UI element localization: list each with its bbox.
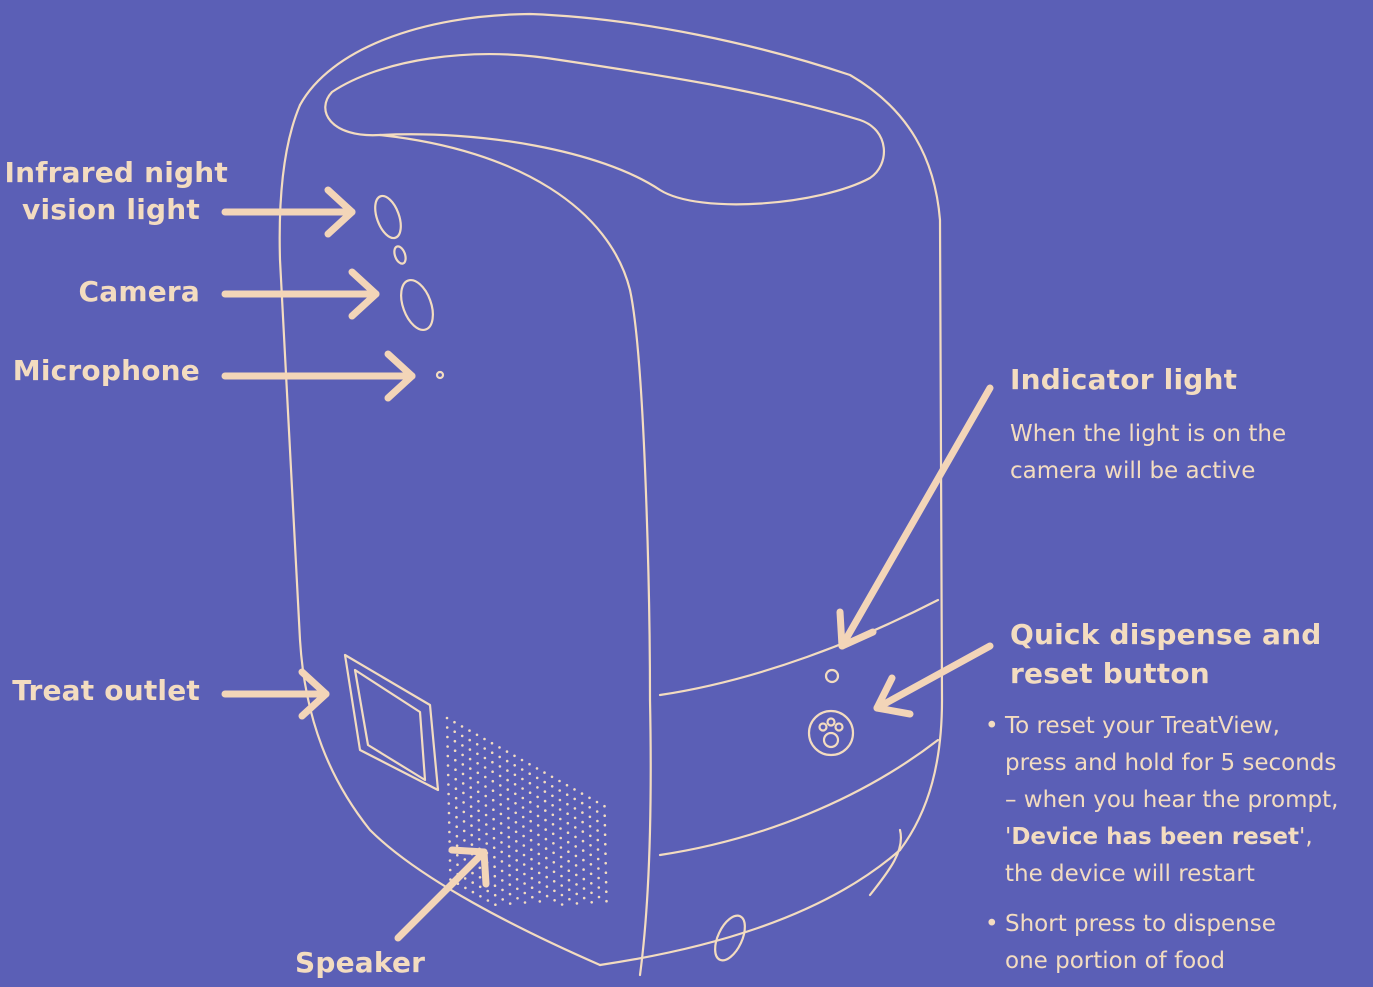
label-speaker: Speaker <box>295 946 426 979</box>
bullet-icon: • <box>985 713 999 739</box>
bullet-reset: • To reset your TreatView, press and hol… <box>985 708 1371 893</box>
label-indicator-desc: When the light is on the camera will be … <box>1010 421 1287 484</box>
infrared-light-icon-small <box>393 245 407 265</box>
indicator-light-icon <box>824 668 840 684</box>
device-outline <box>298 12 944 852</box>
label-indicator-title: Indicator light <box>1010 363 1238 396</box>
arrow-camera <box>221 268 380 320</box>
device-band-top <box>658 598 940 697</box>
speaker-grille-icon <box>445 716 608 906</box>
arrow-speaker <box>394 846 490 942</box>
bullet-icon: • <box>985 911 999 937</box>
device-front-face <box>278 103 602 967</box>
device-foot-right <box>598 848 902 967</box>
treat-outlet-icon <box>343 653 440 792</box>
device-front-edge <box>378 133 652 977</box>
arrow-dispense <box>873 642 994 718</box>
camera-lens-icon <box>400 279 434 331</box>
arrow-microphone <box>221 350 416 402</box>
device-band-bottom <box>658 738 940 857</box>
label-quick-title: Quick dispense and reset button <box>1010 618 1322 690</box>
bullet-dispense: • Short press to dispense one portion of… <box>985 906 1371 980</box>
label-microphone: Microphone <box>12 354 200 387</box>
device-foot <box>868 828 903 897</box>
arrow-indicator <box>836 384 994 650</box>
microphone-hole-icon <box>435 370 445 380</box>
label-treat-outlet: Treat outlet <box>12 674 200 707</box>
label-infrared: Infrared night vision light <box>4 156 228 226</box>
arrow-treat-outlet <box>221 668 330 720</box>
foot-oval-icon <box>714 914 746 962</box>
label-camera: Camera <box>78 275 200 308</box>
infrared-light-icon <box>374 194 402 240</box>
device-top-recess <box>324 53 885 206</box>
dispense-button-icon <box>807 709 855 757</box>
arrow-infrared <box>221 186 356 238</box>
